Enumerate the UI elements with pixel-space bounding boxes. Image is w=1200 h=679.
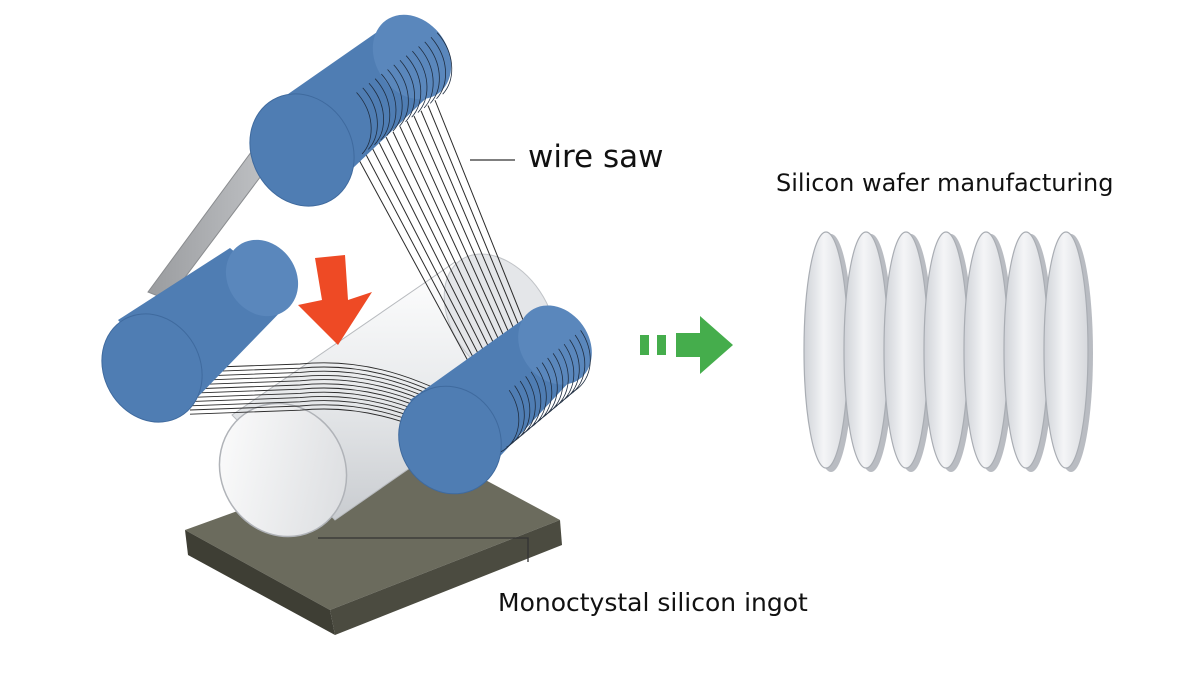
top-roller — [249, 14, 452, 207]
wafer-title: Silicon wafer manufacturing — [776, 169, 1113, 197]
roller-groove — [497, 317, 580, 406]
wire-saw-label: wire saw — [528, 139, 663, 175]
wire-strand — [189, 362, 456, 397]
silicon-wafer — [883, 231, 933, 472]
wire-strand — [189, 374, 456, 410]
wafer-stack — [803, 231, 1093, 472]
top-roller-grooves — [288, 15, 453, 165]
silicon-wafer — [843, 231, 893, 472]
roller-groove — [362, 20, 446, 110]
roller-groove — [475, 335, 558, 424]
down-arrow-icon — [298, 255, 372, 345]
roller-groove — [453, 354, 536, 443]
roller-groove — [480, 331, 564, 420]
roller-groove — [442, 363, 525, 452]
silicon-wafer — [1043, 231, 1093, 472]
ingot-end-face — [218, 402, 348, 538]
silicon-wafer — [963, 231, 1013, 472]
roller-groove — [294, 70, 378, 161]
right-arrow-icon — [640, 316, 733, 374]
roller-groove — [350, 29, 434, 119]
ingot-label: Monoctystal silicon ingot — [498, 588, 808, 617]
roller-groove — [307, 61, 391, 151]
wire-strand — [189, 379, 456, 414]
roller-groove — [491, 322, 575, 410]
roller-groove — [300, 66, 384, 156]
roller-groove — [319, 52, 403, 142]
silicon-wafer — [1003, 231, 1053, 472]
roller-groove — [464, 345, 547, 433]
roller-groove — [508, 308, 591, 397]
roller-groove — [288, 75, 372, 165]
wire-strand — [189, 370, 456, 405]
left-roller — [101, 239, 299, 423]
roller-groove — [325, 47, 409, 138]
roller-groove — [436, 368, 520, 456]
wire-strand — [189, 366, 456, 401]
roller-groove — [486, 326, 569, 415]
roller-groove — [331, 43, 415, 133]
roller-groove — [356, 24, 440, 115]
roller-groove — [344, 33, 428, 124]
roller-groove — [313, 56, 397, 147]
leader-lines — [318, 159, 529, 562]
roller-groove — [502, 312, 586, 401]
ingot-leader — [318, 537, 529, 562]
roller-groove — [338, 38, 422, 128]
roller-groove — [458, 349, 542, 438]
roller-groove — [447, 358, 531, 447]
silicon-wafer — [923, 231, 973, 472]
roller-groove — [369, 15, 453, 105]
roller-groove — [469, 340, 553, 429]
right-roller-grooves — [436, 308, 591, 456]
